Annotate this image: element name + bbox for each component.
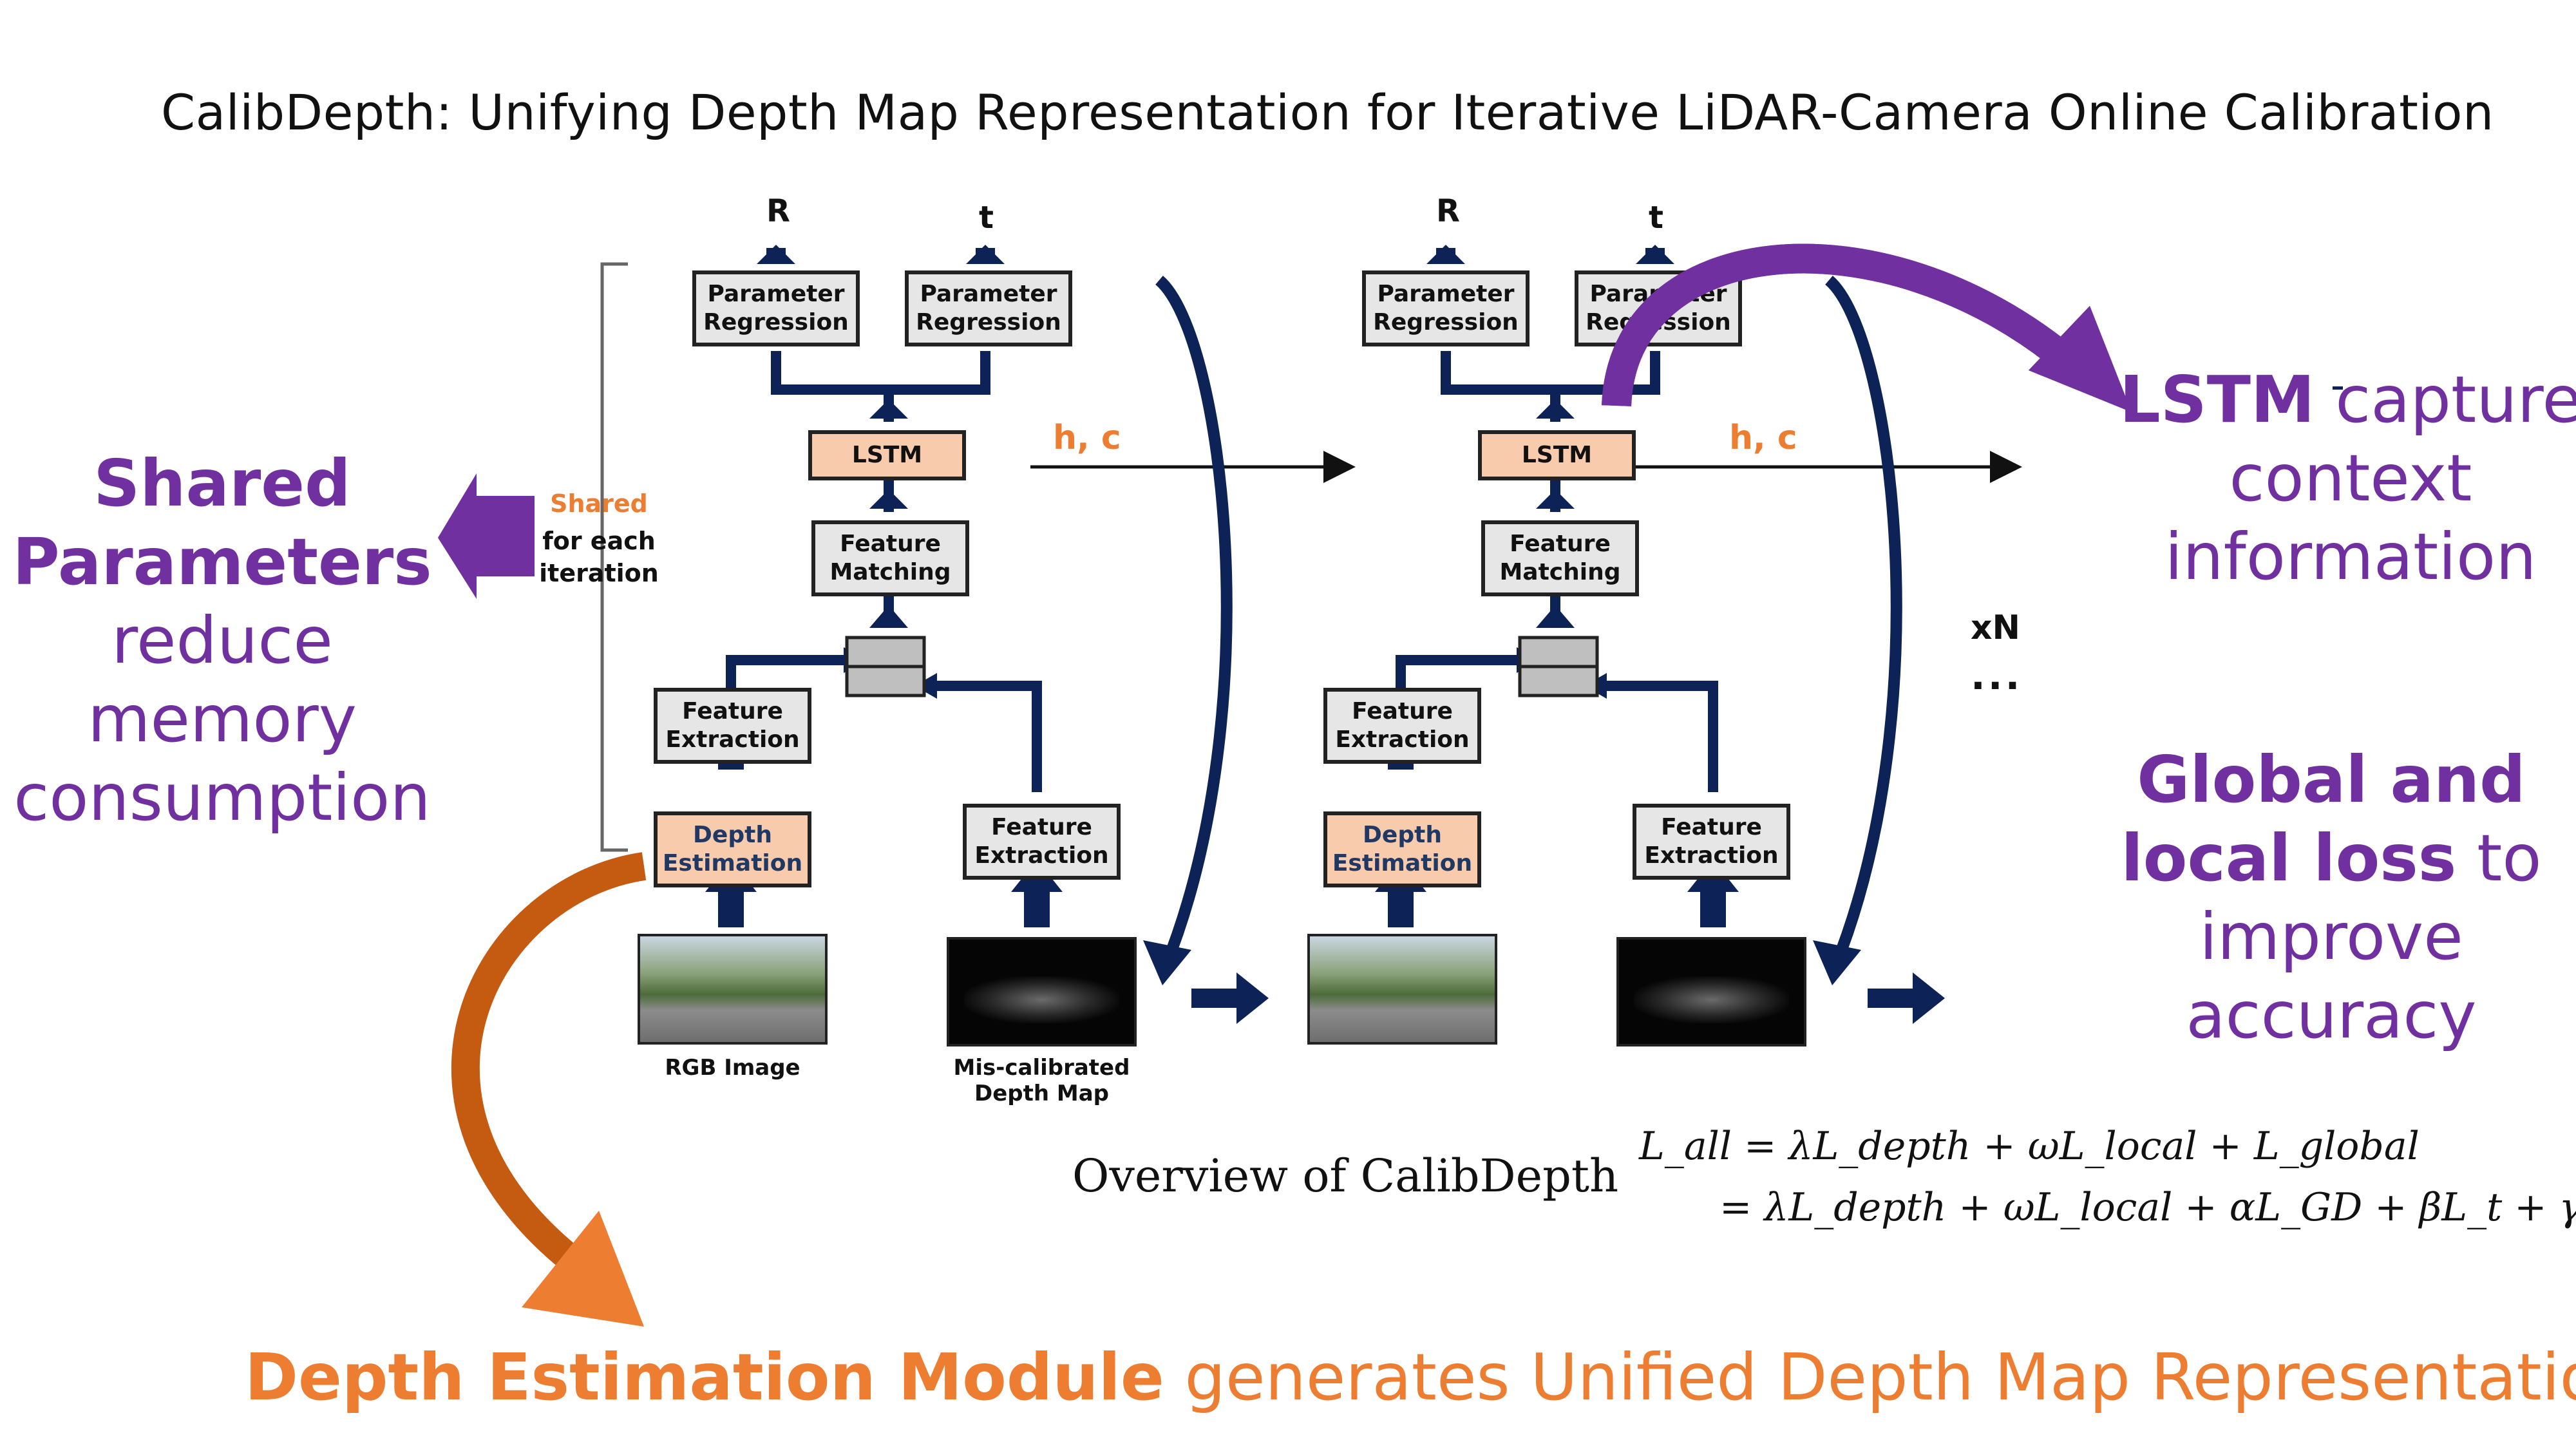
- feature-extraction-box: Feature Extraction: [654, 688, 811, 764]
- loss-formula-line1: L_all = λL_depth + ωL_local + L_global: [1639, 1124, 2420, 1169]
- depth-map-thumbnail: [1616, 937, 1806, 1046]
- parameter-regression-box: Parameter Regression: [1575, 270, 1742, 346]
- translation-output-label: t: [979, 200, 994, 236]
- callout-bold-word: local loss: [2121, 820, 2457, 896]
- hidden-state-label: h, c: [1053, 419, 1121, 457]
- feedback-arrow-1: [1155, 276, 1233, 969]
- callout-bold-word: LSTM: [2119, 362, 2315, 437]
- parameter-regression-box: Parameter Regression: [905, 270, 1072, 346]
- page-title: CalibDepth: Unifying Depth Map Represent…: [161, 84, 2494, 141]
- feature-extraction-box: Feature Extraction: [1633, 804, 1790, 880]
- next-iteration-arrow-2: [1868, 972, 1945, 1024]
- callout-line: accuracy: [2186, 978, 2477, 1053]
- depth-module-callout: Depth Estimation Module generates Unifie…: [245, 1340, 2576, 1415]
- depth-estimation-box: Depth Estimation: [1323, 811, 1481, 887]
- ellipsis-label: ...: [1971, 654, 2023, 699]
- parameter-regression-box: Parameter Regression: [692, 270, 860, 346]
- rgb-image-label: RGB Image: [665, 1055, 800, 1081]
- callout-bold-word: Depth Estimation Module: [245, 1340, 1164, 1415]
- lstm-box: LSTM: [1478, 430, 1636, 480]
- purple-left-arrow: [438, 473, 535, 599]
- callout-word: generates Unified Depth Map Representati…: [1184, 1340, 2576, 1415]
- callout-bold-line: Global and: [2137, 742, 2526, 817]
- callout-line: reduce: [111, 603, 333, 678]
- shared-parameters-callout: Shared Parameters reduce memory consumpt…: [0, 444, 444, 837]
- depth-map-label: Mis-calibrated Depth Map: [953, 1055, 1130, 1106]
- depth-estimation-box: Depth Estimation: [654, 811, 811, 887]
- callout-line: consumption: [14, 760, 431, 835]
- callout-line: memory: [88, 681, 357, 757]
- translation-output-label: t: [1649, 200, 1663, 236]
- feature-extraction-box: Feature Extraction: [963, 804, 1121, 880]
- callout-line: information: [2164, 519, 2537, 594]
- feature-matching-box: Feature Matching: [1481, 520, 1639, 596]
- feature-matching-box: Feature Matching: [811, 520, 969, 596]
- rgb-image-thumbnail: [1307, 934, 1497, 1045]
- callout-bold-line: Parameters: [12, 524, 432, 600]
- callout-word: capture: [2335, 362, 2576, 437]
- callout-word: to: [2477, 820, 2542, 896]
- rotation-output-label: R: [766, 193, 790, 229]
- repeat-label: xN: [1971, 609, 2021, 647]
- rgb-image-thumbnail: [638, 934, 828, 1045]
- lstm-callout: LSTM capture context information: [2119, 361, 2576, 596]
- rotation-output-label: R: [1436, 193, 1460, 229]
- depth-callout-arrow: [451, 852, 647, 1267]
- callout-line: improve: [2199, 899, 2463, 974]
- for-each-iteration-label: for each iteration: [539, 527, 659, 587]
- loss-callout: Global and local loss to improve accurac…: [2099, 741, 2563, 1055]
- diagram-caption: Overview of CalibDepth: [1072, 1150, 1619, 1202]
- parameter-regression-box: Parameter Regression: [1362, 270, 1530, 346]
- depth-map-thumbnail: [947, 937, 1137, 1046]
- callout-line: context: [2229, 440, 2472, 516]
- loss-formula-line2: = λL_depth + ωL_local + αL_GD + βL_t + γ…: [1719, 1185, 2576, 1230]
- callout-bold-line: Shared: [93, 446, 351, 521]
- next-iteration-arrow-1: [1191, 972, 1269, 1024]
- shared-bracket: [600, 262, 628, 852]
- shared-label: Shared: [550, 489, 648, 518]
- feature-extraction-box: Feature Extraction: [1323, 688, 1481, 764]
- lstm-box: LSTM: [808, 430, 966, 480]
- hidden-state-label: h, c: [1729, 419, 1797, 457]
- feedback-arrow-2: [1824, 276, 1902, 969]
